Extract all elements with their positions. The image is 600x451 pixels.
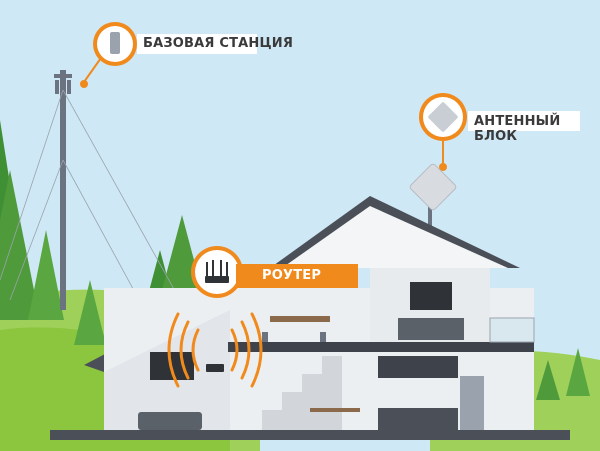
tower-antenna <box>67 80 71 94</box>
cell-tower <box>0 70 181 321</box>
tree <box>74 280 106 345</box>
tower-antenna <box>55 80 59 94</box>
stool <box>262 332 268 342</box>
callout-dot <box>439 163 447 171</box>
gable-wall <box>282 206 508 268</box>
wifi-wave-left <box>179 320 190 380</box>
bed <box>398 318 464 340</box>
ground-base <box>50 430 570 440</box>
callout-dot <box>80 80 88 88</box>
balcony-glass <box>489 317 535 343</box>
tree <box>536 360 560 400</box>
roof-antenna-panel <box>409 163 457 211</box>
wifi-wave-right <box>240 320 251 380</box>
dining-table <box>310 408 360 412</box>
fridge <box>460 376 484 430</box>
router-label: РОУТЕР <box>262 268 322 283</box>
wall-art <box>410 282 452 310</box>
tower-guy-wire <box>9 159 64 301</box>
tree <box>566 348 590 396</box>
antenna-block-icon <box>428 102 458 132</box>
wifi-waves <box>167 312 263 388</box>
sofa <box>138 412 202 430</box>
wifi-wave-left <box>167 312 180 388</box>
antenna-block-label: АНТЕННЫЙ БЛОК <box>474 114 561 144</box>
router-badge-inner <box>195 250 239 294</box>
desk <box>270 316 330 322</box>
tree <box>28 230 64 320</box>
tower-mast <box>60 70 66 310</box>
roof-antenna-mast <box>428 200 432 230</box>
base-station-label: БАЗОВАЯ СТАНЦИЯ <box>143 36 294 51</box>
base-station-callout <box>80 22 137 88</box>
tower-antenna-bar <box>54 74 72 78</box>
wifi-wave-right <box>250 312 263 388</box>
router-callout <box>191 246 243 298</box>
upper-floor-slab <box>228 342 534 352</box>
base-station-icon <box>110 32 120 54</box>
antenna-block-label-bg <box>468 111 580 131</box>
house <box>50 196 570 440</box>
tower-guy-wire <box>62 89 181 301</box>
stool <box>320 332 326 342</box>
router-icon <box>205 276 229 283</box>
router-device <box>206 364 224 372</box>
wifi-wave-right <box>230 328 239 372</box>
wifi-wave-left <box>191 328 200 372</box>
roof-antenna <box>409 163 457 230</box>
kitchen-cabinets-upper <box>378 356 458 378</box>
kitchen-cabinets-lower <box>378 408 458 430</box>
tower-guy-wire <box>0 89 64 281</box>
antenna-block-callout <box>419 93 467 171</box>
router-label-banner <box>236 264 358 288</box>
base-station-label-bg <box>137 34 257 54</box>
tree <box>0 170 40 320</box>
